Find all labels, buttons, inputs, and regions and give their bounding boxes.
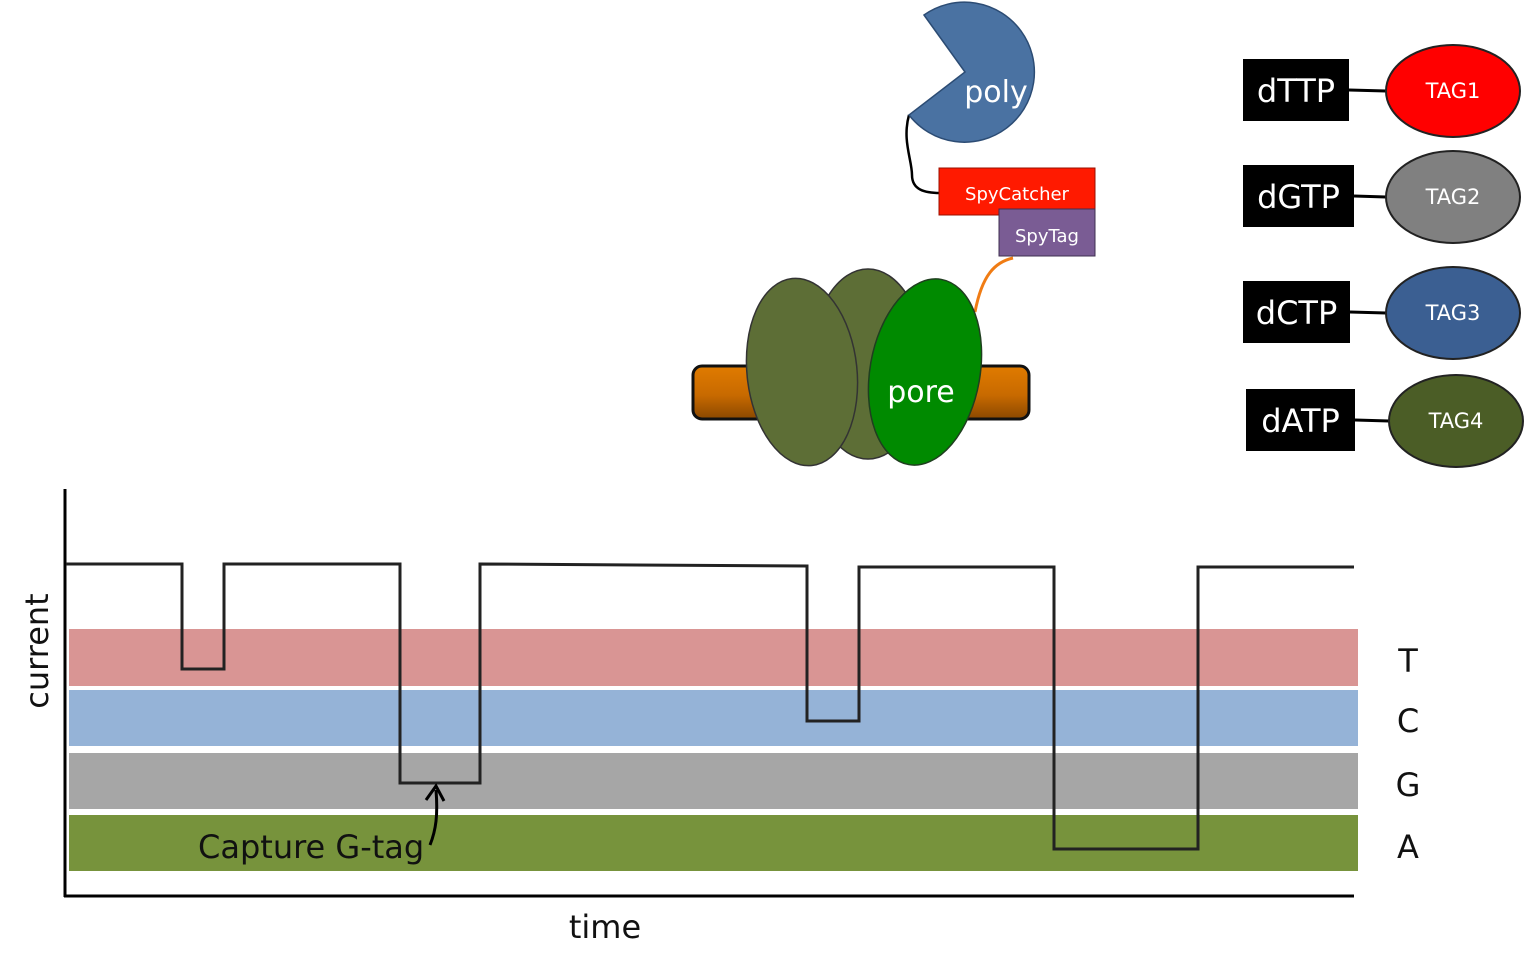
tag-label: TAG1 bbox=[1425, 79, 1481, 103]
nucleotide-box bbox=[1243, 59, 1349, 121]
pore-subunit-left bbox=[745, 277, 859, 467]
nucleotide-label: dCTP bbox=[1256, 294, 1338, 332]
capture-arrow-head bbox=[424, 783, 446, 802]
nucleotide-box bbox=[1246, 389, 1355, 451]
band-label-g: G bbox=[1396, 766, 1421, 804]
tag-label: TAG2 bbox=[1425, 185, 1481, 209]
nucleotide-box bbox=[1243, 165, 1354, 227]
spytag-linker bbox=[973, 256, 1014, 313]
current-trace bbox=[66, 562, 1354, 851]
tag-label: TAG3 bbox=[1425, 301, 1481, 325]
spytag-box bbox=[998, 208, 1096, 257]
legend-row-datp: dATP TAG4 bbox=[1246, 374, 1524, 468]
nucleotide-box bbox=[1243, 281, 1350, 343]
pore-label: pore bbox=[887, 375, 955, 410]
pore-subunit-front bbox=[867, 278, 983, 466]
legend-link-line bbox=[1354, 418, 1390, 423]
tag-oval bbox=[1385, 266, 1521, 360]
spytag-label: SpyTag bbox=[1015, 226, 1079, 247]
band-a bbox=[69, 815, 1358, 871]
legend-row-dctp: dCTP TAG3 bbox=[1243, 266, 1521, 360]
tag-label: TAG4 bbox=[1428, 409, 1484, 433]
legend-link-line bbox=[1348, 88, 1387, 93]
band-label-c: C bbox=[1397, 702, 1419, 740]
nucleotide-label: dGTP bbox=[1257, 178, 1340, 216]
band-t bbox=[69, 629, 1358, 686]
capture-arrow bbox=[428, 789, 439, 846]
band-label-a: A bbox=[1397, 828, 1419, 866]
legend-row-dttp: dTTP TAG1 bbox=[1243, 44, 1521, 138]
nucleotide-label: dATP bbox=[1261, 402, 1340, 440]
legend-link-line bbox=[1349, 310, 1387, 315]
tag-oval bbox=[1385, 44, 1521, 138]
legend-row-dgtp: dGTP TAG2 bbox=[1243, 150, 1521, 244]
polymerase-shape bbox=[907, 1, 1036, 143]
x-axis-label: time bbox=[569, 908, 641, 946]
tag-oval bbox=[1388, 374, 1524, 468]
band-g bbox=[69, 753, 1358, 809]
legend-link-line bbox=[1353, 194, 1387, 199]
nucleotide-label: dTTP bbox=[1257, 72, 1335, 110]
band-label-t: T bbox=[1397, 642, 1418, 680]
spycatcher-label: SpyCatcher bbox=[965, 184, 1070, 205]
band-c bbox=[69, 690, 1358, 746]
polymerase-label: poly bbox=[964, 75, 1028, 110]
capture-annotation: Capture G-tag bbox=[198, 828, 424, 866]
tag-oval bbox=[1385, 150, 1521, 244]
nucleotide-tag-legend: dTTP TAG1 dGTP TAG2 dCTP TAG3 dATP TAG4 bbox=[1243, 44, 1524, 468]
polymerase-pore-complex: poly SpyCatcher SpyTag pore bbox=[691, 1, 1096, 467]
polymerase-linker bbox=[905, 114, 941, 195]
y-axis-label: current bbox=[18, 593, 56, 708]
